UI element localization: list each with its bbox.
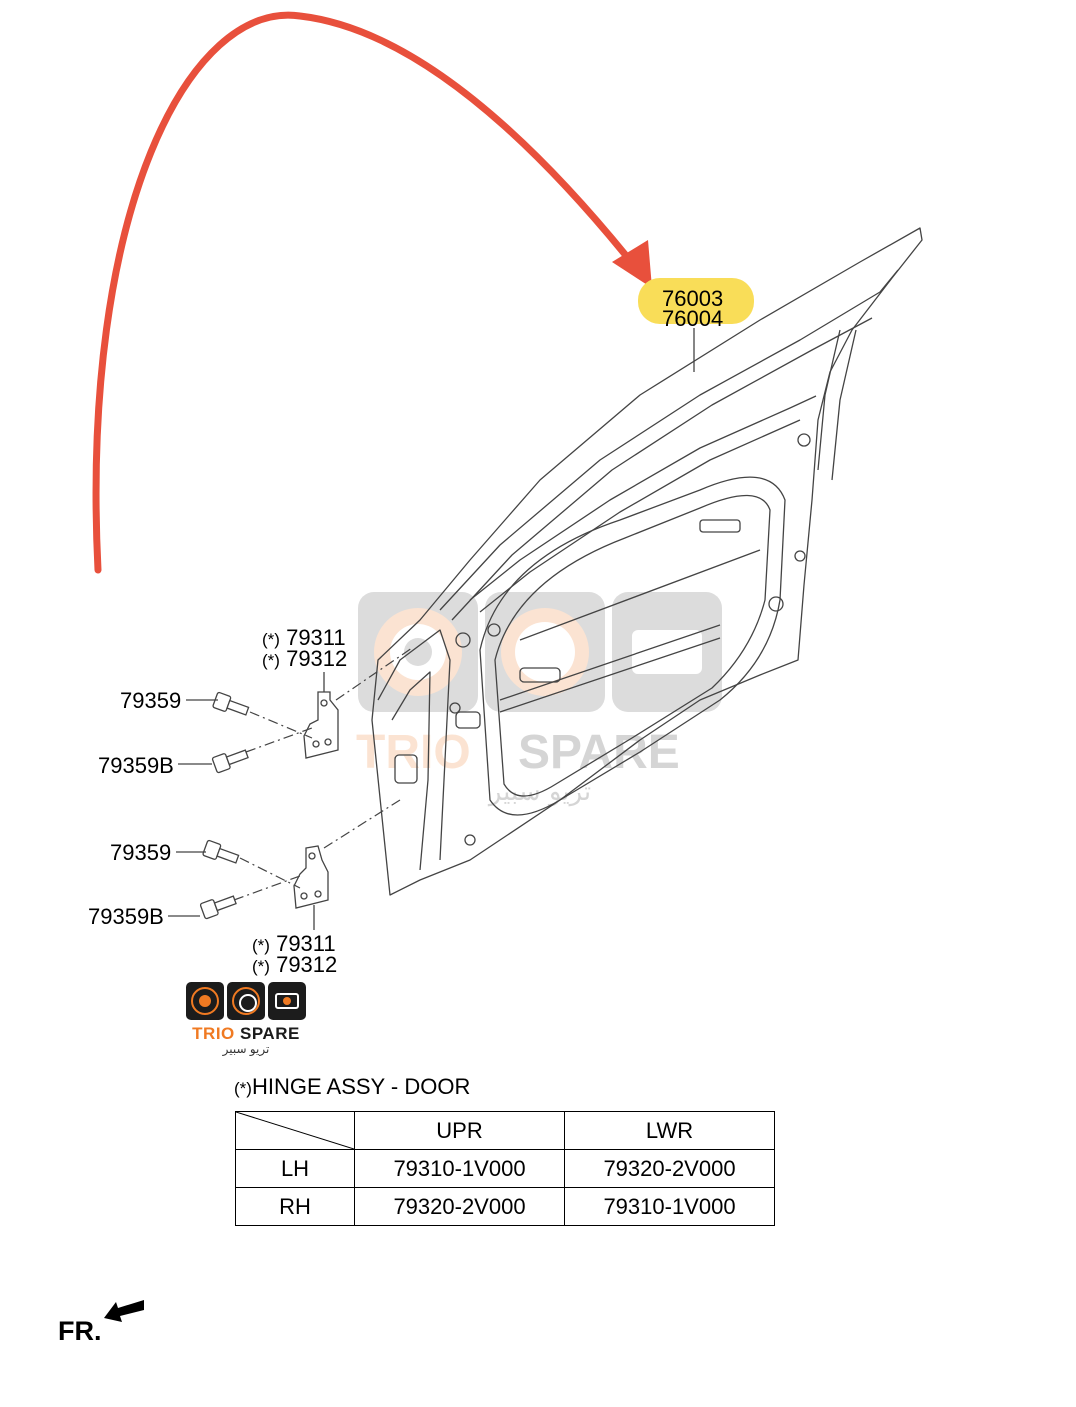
gauge-icon bbox=[227, 982, 265, 1020]
callout-bolt-lower-1: 79359 bbox=[110, 840, 172, 865]
part-number-cell: 79320-2V000 bbox=[354, 1187, 565, 1226]
part-number-cell: 79310-1V000 bbox=[354, 1149, 565, 1188]
lower-hinge bbox=[293, 845, 329, 930]
logo-brand-text: TRIO SPARE bbox=[192, 1024, 300, 1043]
bolt-icons bbox=[199, 691, 250, 920]
row-side-label: LH bbox=[235, 1149, 355, 1188]
engine-icon bbox=[268, 982, 306, 1020]
callout-76004: 76004 bbox=[662, 306, 724, 331]
callout-hinge-upper-b: (*) 79312 bbox=[262, 646, 348, 671]
table-row: RH 79320-2V000 79310-1V000 bbox=[235, 1187, 775, 1226]
logo-arabic-text: تريو سبير bbox=[222, 1042, 270, 1056]
asterisk-mark: (*) bbox=[252, 936, 270, 955]
row-side-label: RH bbox=[235, 1187, 355, 1226]
front-direction-label: FR. bbox=[58, 1316, 102, 1346]
red-arrow bbox=[92, 11, 652, 574]
callout-hinge-upper-a: (*) 79311 bbox=[262, 625, 346, 650]
callout-highlight bbox=[638, 278, 754, 324]
leader-lines bbox=[168, 647, 413, 917]
bolt-upper-2 bbox=[211, 749, 249, 774]
asterisk-mark: (*) bbox=[262, 651, 280, 670]
asterisk-mark: (*) bbox=[252, 957, 270, 976]
door-outline bbox=[371, 227, 923, 896]
callout-76003: 76003 bbox=[662, 286, 724, 311]
column-header-lwr: LWR bbox=[564, 1111, 775, 1150]
part-number-cell: 79320-2V000 bbox=[564, 1149, 775, 1188]
asterisk-mark: (*) bbox=[262, 630, 280, 649]
hinge-table-title: (*)HINGE ASSY - DOOR bbox=[234, 1074, 471, 1099]
callout-bolt-upper-2: 79359B bbox=[98, 753, 174, 778]
callout-bolt-upper-1: 79359 bbox=[120, 688, 182, 713]
front-direction-arrow-icon bbox=[104, 1300, 144, 1322]
column-header-upr: UPR bbox=[354, 1111, 565, 1150]
speaker-icon bbox=[186, 982, 224, 1020]
trio-spare-logo: TRIO SPARE تريو سبير bbox=[184, 982, 308, 1056]
callout-hinge-lower-b: (*) 79312 bbox=[252, 952, 338, 977]
watermark-text-arabic: تريو سبير bbox=[487, 777, 591, 807]
callout-hinge-lower-a: (*) 79311 bbox=[252, 931, 336, 956]
hinge-parts-table: UPR LWR LH 79310-1V000 79320-2V000 RH 79… bbox=[235, 1111, 775, 1226]
table-header-row: UPR LWR bbox=[235, 1111, 775, 1150]
table-row: LH 79310-1V000 79320-2V000 bbox=[235, 1149, 775, 1188]
bolt-lower-2 bbox=[199, 895, 237, 920]
bolt-upper-1 bbox=[212, 691, 250, 716]
part-number-cell: 79310-1V000 bbox=[564, 1187, 775, 1226]
bolt-lower-1 bbox=[202, 839, 240, 864]
callout-bolt-lower-2: 79359B bbox=[88, 904, 164, 929]
table-corner-cell bbox=[235, 1111, 355, 1150]
upper-hinge bbox=[303, 672, 339, 759]
